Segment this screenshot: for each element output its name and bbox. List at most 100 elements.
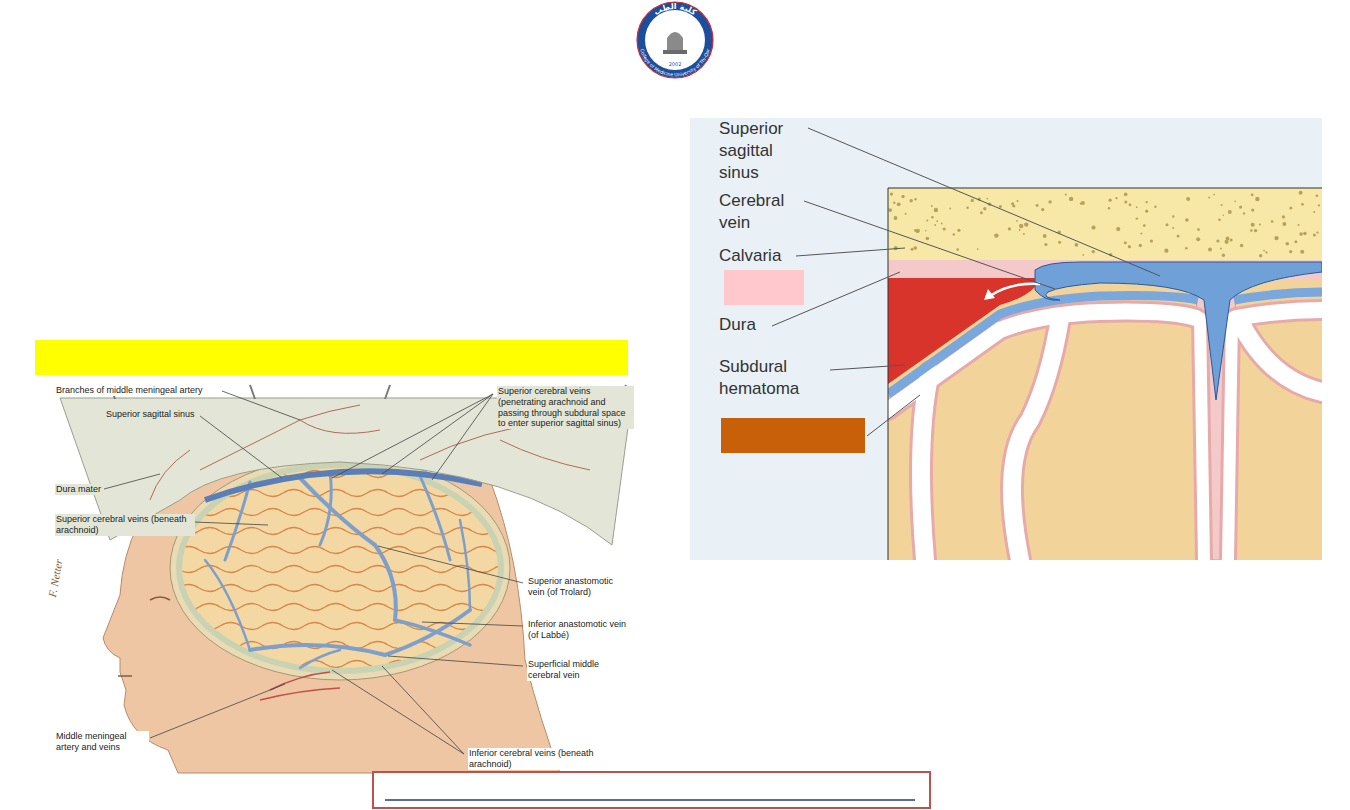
bone-texture	[1197, 228, 1200, 231]
bone-texture	[1136, 206, 1138, 208]
logo-text: كلية الطبCollege of Medicine University …	[639, 2, 711, 77]
bone-texture	[1282, 222, 1286, 226]
bone-texture	[1016, 220, 1018, 222]
bone-texture	[1164, 249, 1168, 253]
bone-texture	[1186, 197, 1190, 201]
bone-texture	[1301, 203, 1304, 206]
sulci	[921, 372, 930, 560]
bone-texture	[1259, 224, 1261, 226]
highlight-bar	[35, 340, 628, 375]
bone-texture	[1222, 254, 1225, 257]
bone-texture	[1185, 218, 1189, 222]
bone-texture	[1036, 204, 1039, 207]
leader-lines	[422, 622, 523, 626]
bone-texture	[893, 202, 895, 204]
bone-texture	[1213, 194, 1215, 196]
bone-texture	[941, 223, 943, 225]
leader-lines	[194, 522, 268, 525]
cerebral-veins	[205, 472, 470, 668]
bone-texture	[1058, 241, 1061, 244]
anatomy-label: Dura mater	[55, 484, 102, 495]
leader-lines	[867, 395, 920, 436]
bone-texture	[903, 195, 905, 197]
meningeal-branches	[500, 440, 590, 470]
brain-gyri	[178, 471, 514, 668]
bone-texture	[1286, 242, 1290, 246]
bone-texture	[1294, 240, 1297, 243]
bone-texture	[934, 208, 938, 212]
bone-texture	[1316, 195, 1319, 198]
meningeal-branches	[200, 405, 360, 470]
bone-texture	[999, 205, 1002, 208]
retractor-hooks	[385, 385, 390, 399]
bone-texture	[1069, 197, 1073, 201]
cerebral-veins	[420, 476, 450, 560]
bone-texture	[1196, 237, 1200, 241]
subdural-hematoma-diagram	[990, 284, 1040, 296]
bone-texture	[1208, 197, 1210, 199]
brain-gyri	[178, 585, 514, 592]
bone-texture	[1299, 232, 1303, 236]
bone-texture	[1313, 211, 1315, 213]
cerebral-veins	[205, 560, 250, 650]
bone-texture	[1274, 236, 1278, 240]
subdural-hematoma-diagram	[888, 188, 1322, 560]
leader-lines	[104, 391, 523, 754]
bone-texture	[966, 206, 969, 209]
subdural-hematoma-diagram	[721, 418, 865, 453]
bone-texture	[1139, 244, 1142, 247]
bone-texture	[994, 233, 998, 237]
diagram-label: Superior sagittal sinus	[719, 118, 799, 184]
college-logo	[637, 2, 713, 78]
bone-texture	[1303, 232, 1307, 236]
brain-gyri	[178, 509, 514, 516]
bone-texture	[1140, 233, 1142, 235]
bone-texture	[1041, 208, 1044, 211]
bone-texture	[1185, 247, 1188, 250]
bone-texture	[1221, 204, 1223, 206]
cerebral-veins	[460, 520, 470, 610]
anatomy-label: Branches of middle meningeal artery	[55, 385, 204, 396]
answer-box	[373, 772, 930, 808]
anatomy-label: Superior anastomotic vein (of Trolard)	[527, 576, 629, 598]
bone-texture	[1250, 229, 1253, 232]
bone-texture	[949, 208, 951, 210]
leader-lines	[222, 391, 300, 420]
bone-texture	[1318, 204, 1320, 206]
bone-texture	[1251, 193, 1254, 196]
logo-text: كلية الطب	[652, 2, 698, 17]
college-logo	[652, 22, 690, 63]
bone-texture	[1075, 243, 1079, 247]
bone-texture	[1124, 201, 1127, 204]
leader-lines	[332, 394, 493, 480]
bone-texture	[1208, 248, 1212, 252]
sulci	[1012, 318, 1060, 560]
logo-text: كلية الطب	[652, 2, 698, 17]
leader-lines	[388, 656, 523, 666]
bone-texture	[1177, 235, 1180, 238]
bone-texture	[910, 199, 913, 202]
bone-texture	[1146, 201, 1148, 203]
bone-texture	[897, 202, 901, 206]
bone-texture	[977, 248, 979, 250]
bone-texture	[1225, 240, 1229, 244]
sulci	[1240, 322, 1322, 392]
bone-texture	[957, 229, 960, 232]
anatomy-label: Inferior cerebral veins (beneath arachno…	[468, 748, 610, 770]
bone-texture	[894, 216, 898, 220]
college-logo	[663, 50, 687, 54]
cerebral-veins	[320, 472, 331, 545]
subdural-hematoma-diagram	[888, 188, 1322, 560]
bone-texture	[1080, 203, 1082, 205]
bone-texture	[1226, 237, 1230, 241]
subdural-hematoma-diagram	[888, 278, 1040, 384]
bone-texture	[1019, 224, 1023, 228]
bone-texture	[1017, 200, 1019, 202]
bone-texture	[1136, 217, 1138, 219]
bone-texture	[1143, 224, 1146, 227]
leader-lines	[830, 365, 905, 370]
cerebral-veins	[300, 478, 396, 620]
bone-texture	[1044, 243, 1047, 246]
bone-texture	[1124, 193, 1128, 197]
